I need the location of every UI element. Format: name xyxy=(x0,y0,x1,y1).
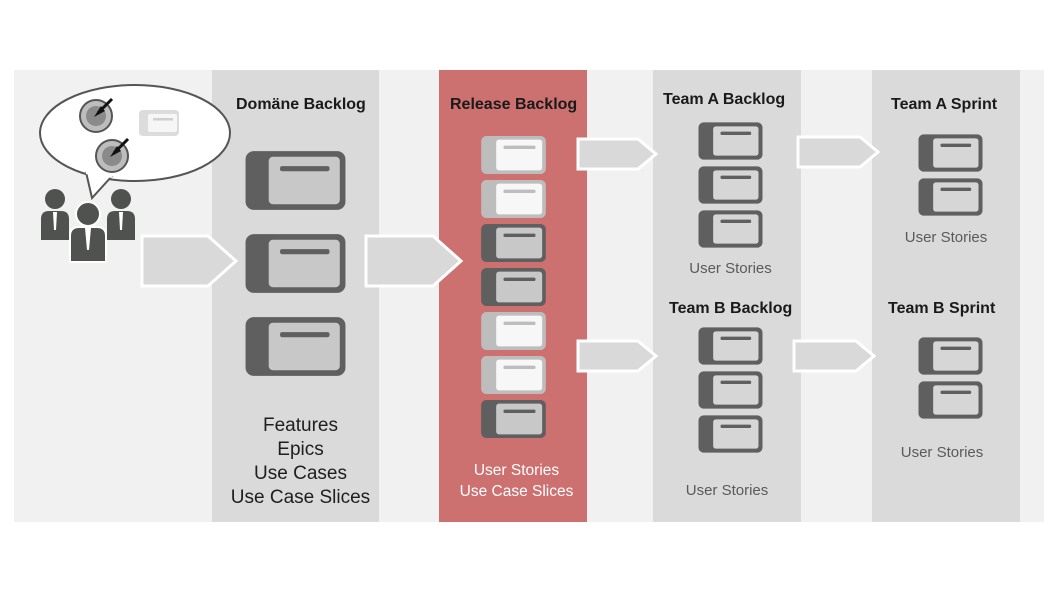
backlog-item-icon xyxy=(918,381,983,419)
flow-arrow-icon xyxy=(576,339,659,373)
list-item: Features xyxy=(263,415,338,436)
list-item: Use Case Slices xyxy=(459,483,574,500)
backlog-item-icon xyxy=(481,400,546,438)
list-item: Use Cases xyxy=(254,463,347,484)
team-a-backlog-label: User Stories xyxy=(689,260,772,277)
list-item: Epics xyxy=(277,439,324,460)
flow-arrow-icon xyxy=(792,339,877,373)
backlog-item-icon xyxy=(481,268,546,306)
list-item: User Stories xyxy=(473,462,560,479)
backlog-item-icon xyxy=(245,317,346,376)
team-b-sprint-label: User Stories xyxy=(900,444,984,461)
flow-arrow-icon xyxy=(140,234,239,288)
backlog-item-icon xyxy=(698,371,763,409)
team-b-backlog-label: User Stories xyxy=(685,482,769,499)
backlog-item-icon xyxy=(698,210,763,248)
backlog-item-icon xyxy=(698,327,763,365)
backlog-item-icon xyxy=(481,224,546,262)
target-icon xyxy=(95,137,130,173)
team-a-backlog-title: Team A Backlog xyxy=(663,91,786,108)
backlog-item-icon xyxy=(481,180,546,218)
list-item: Use Case Slices xyxy=(230,487,371,508)
backlog-item-icon xyxy=(698,166,763,204)
backlog-item-icon xyxy=(139,110,179,136)
backlog-item-icon xyxy=(918,178,983,216)
backlog-item-icon xyxy=(918,337,983,375)
backlog-item-icon xyxy=(481,356,546,394)
target-icon xyxy=(79,97,114,133)
backlog-item-icon xyxy=(481,136,546,174)
backlog-item-icon xyxy=(481,312,546,350)
backlog-item-icon xyxy=(245,234,346,293)
team-b-backlog-title: Team B Backlog xyxy=(669,300,793,317)
backlog-item-icon xyxy=(698,122,763,160)
flow-arrow-icon xyxy=(364,234,464,288)
domain-backlog-item-list: Features Epics Use Cases Use Case Slices xyxy=(212,414,389,510)
speech-bubble-icon xyxy=(39,84,231,201)
release-backlog-item-list: User Stories Use Case Slices xyxy=(439,460,594,502)
stakeholders-icon xyxy=(41,189,135,263)
flow-arrow-icon xyxy=(796,135,881,169)
backlog-item-icon xyxy=(918,134,983,172)
team-a-sprint-label: User Stories xyxy=(904,229,988,246)
team-b-sprint-title: Team B Sprint xyxy=(888,300,996,317)
flow-arrow-icon xyxy=(576,137,659,171)
domain-backlog-column xyxy=(212,70,379,522)
release-backlog-title: Release Backlog xyxy=(450,96,578,113)
domain-backlog-title: Domäne Backlog xyxy=(236,96,366,113)
team-a-sprint-title: Team A Sprint xyxy=(891,96,998,113)
backlog-item-icon xyxy=(245,151,346,210)
backlog-item-icon xyxy=(698,415,763,453)
